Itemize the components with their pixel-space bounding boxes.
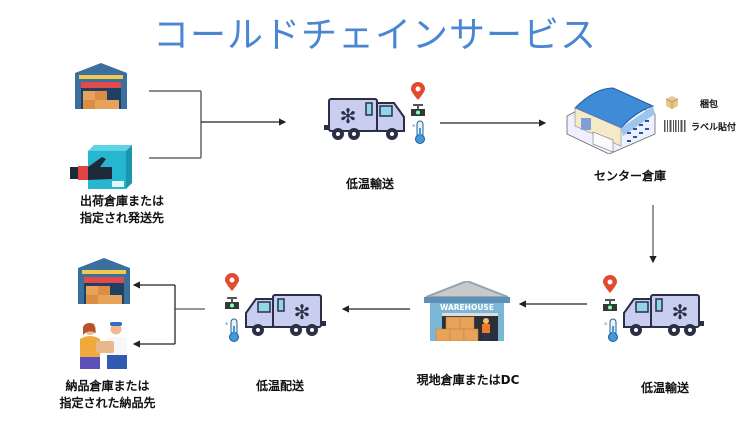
location-pin-icon (603, 275, 617, 293)
package-handover-icon (70, 145, 132, 189)
local-label: 現地倉庫またはDC (416, 373, 520, 387)
camera-icon (225, 297, 239, 309)
thermometer-icon: * (225, 318, 239, 342)
svg-text:*: * (412, 123, 416, 131)
destination-label: 納品倉庫または 指定された納品先 (50, 378, 165, 412)
delivery-people-icon (80, 322, 128, 369)
camera-icon (603, 299, 617, 311)
refrigerated-truck-icon: ✻ (245, 294, 326, 336)
labeling-label: ラベル貼付 (691, 123, 737, 133)
origin-label: 出荷倉庫または 指定され発送先 (80, 193, 164, 227)
transport2-label: 低温輸送 (640, 381, 689, 395)
warehouse-sign: WAREHOUSE (440, 303, 494, 312)
origin-label-line1: 出荷倉庫または (80, 194, 165, 208)
warehouse-icon (75, 63, 127, 109)
destination-split-bracket (174, 285, 205, 344)
camera-icon (411, 104, 425, 116)
packing-label: 梱包 (700, 100, 719, 110)
location-pin-icon (225, 273, 239, 291)
box-icon (665, 96, 679, 109)
destination-label-line2: 指定された納品先 (59, 396, 156, 410)
svg-text:✻: ✻ (340, 104, 357, 128)
thermometer-icon: * (412, 120, 425, 144)
refrigerated-truck-icon: ✻ (623, 294, 704, 336)
transport1-label: 低温輸送 (345, 177, 394, 191)
center-warehouse-icon (566, 87, 656, 154)
thermometer-icon: * (604, 318, 618, 342)
refrigerated-truck-icon: ✻ (324, 98, 405, 140)
origin-merge-bracket (149, 90, 202, 159)
origin-label-line2: 指定され発送先 (80, 211, 165, 225)
delivery-label: 低温配送 (255, 379, 304, 393)
svg-text:*: * (225, 321, 229, 329)
center-label: センター倉庫 (593, 169, 666, 183)
location-pin-icon (411, 82, 425, 100)
svg-text:✻: ✻ (294, 300, 311, 324)
svg-text:*: * (604, 321, 608, 329)
page-title: コールドチェインサービス (152, 15, 597, 56)
destination-label-line1: 納品倉庫または (65, 379, 150, 393)
warehouse-icon (78, 258, 130, 304)
local-warehouse-icon: WAREHOUSE (424, 281, 510, 341)
svg-text:✻: ✻ (672, 300, 689, 324)
barcode-icon (664, 120, 686, 132)
